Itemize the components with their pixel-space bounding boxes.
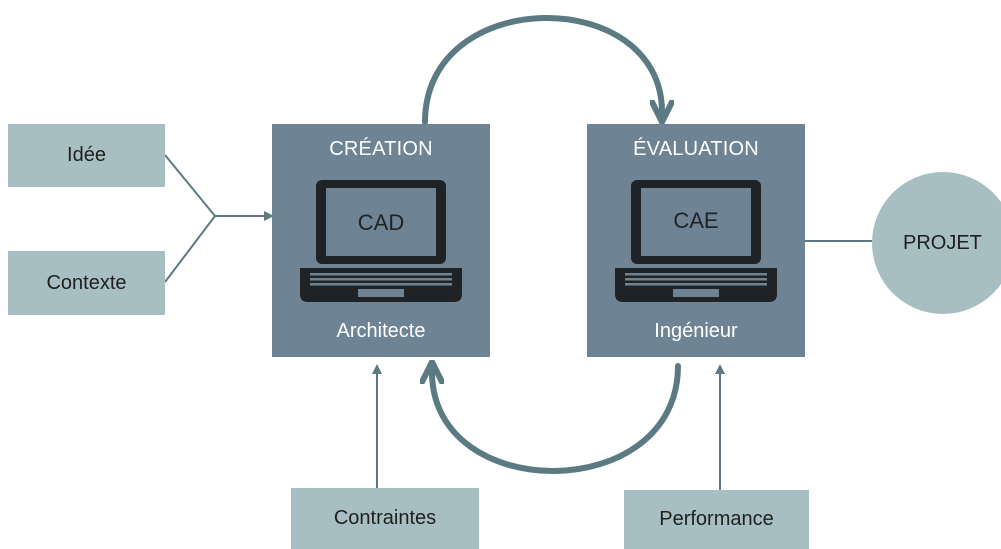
contexte-merge-line — [164, 215, 216, 283]
evaluation-screen-label: CAE — [673, 208, 719, 233]
projet-circle: PROJET — [872, 172, 1001, 314]
projet-label: PROJET — [903, 231, 982, 254]
contexte-label: Contexte — [46, 271, 127, 294]
creation-screen-label: CAD — [357, 210, 405, 235]
idee-box: Idée — [8, 124, 165, 187]
laptop-icon — [615, 180, 777, 302]
contraintes-box: Contraintes — [291, 488, 479, 549]
creation-title: CRÉATION — [329, 138, 433, 160]
laptop-icon — [300, 180, 462, 302]
evaluation-role: Ingénieur — [654, 320, 738, 342]
creation-box: CRÉATION CAD Architecte — [272, 124, 490, 357]
idee-merge-line — [164, 154, 216, 217]
performance-label: Performance — [659, 508, 774, 530]
contexte-box: Contexte — [8, 251, 165, 315]
evaluation-title: ÉVALUATION — [633, 138, 759, 160]
evaluation-to-creation-arc — [432, 366, 681, 474]
creation-role: Architecte — [336, 320, 426, 342]
contraintes-label: Contraintes — [333, 507, 437, 529]
idee-label: Idée — [67, 144, 106, 166]
performance-box: Performance — [624, 490, 809, 549]
creation-to-evaluation-arc — [422, 15, 662, 125]
evaluation-box: ÉVALUATION CAE Ingénieur — [587, 124, 805, 357]
